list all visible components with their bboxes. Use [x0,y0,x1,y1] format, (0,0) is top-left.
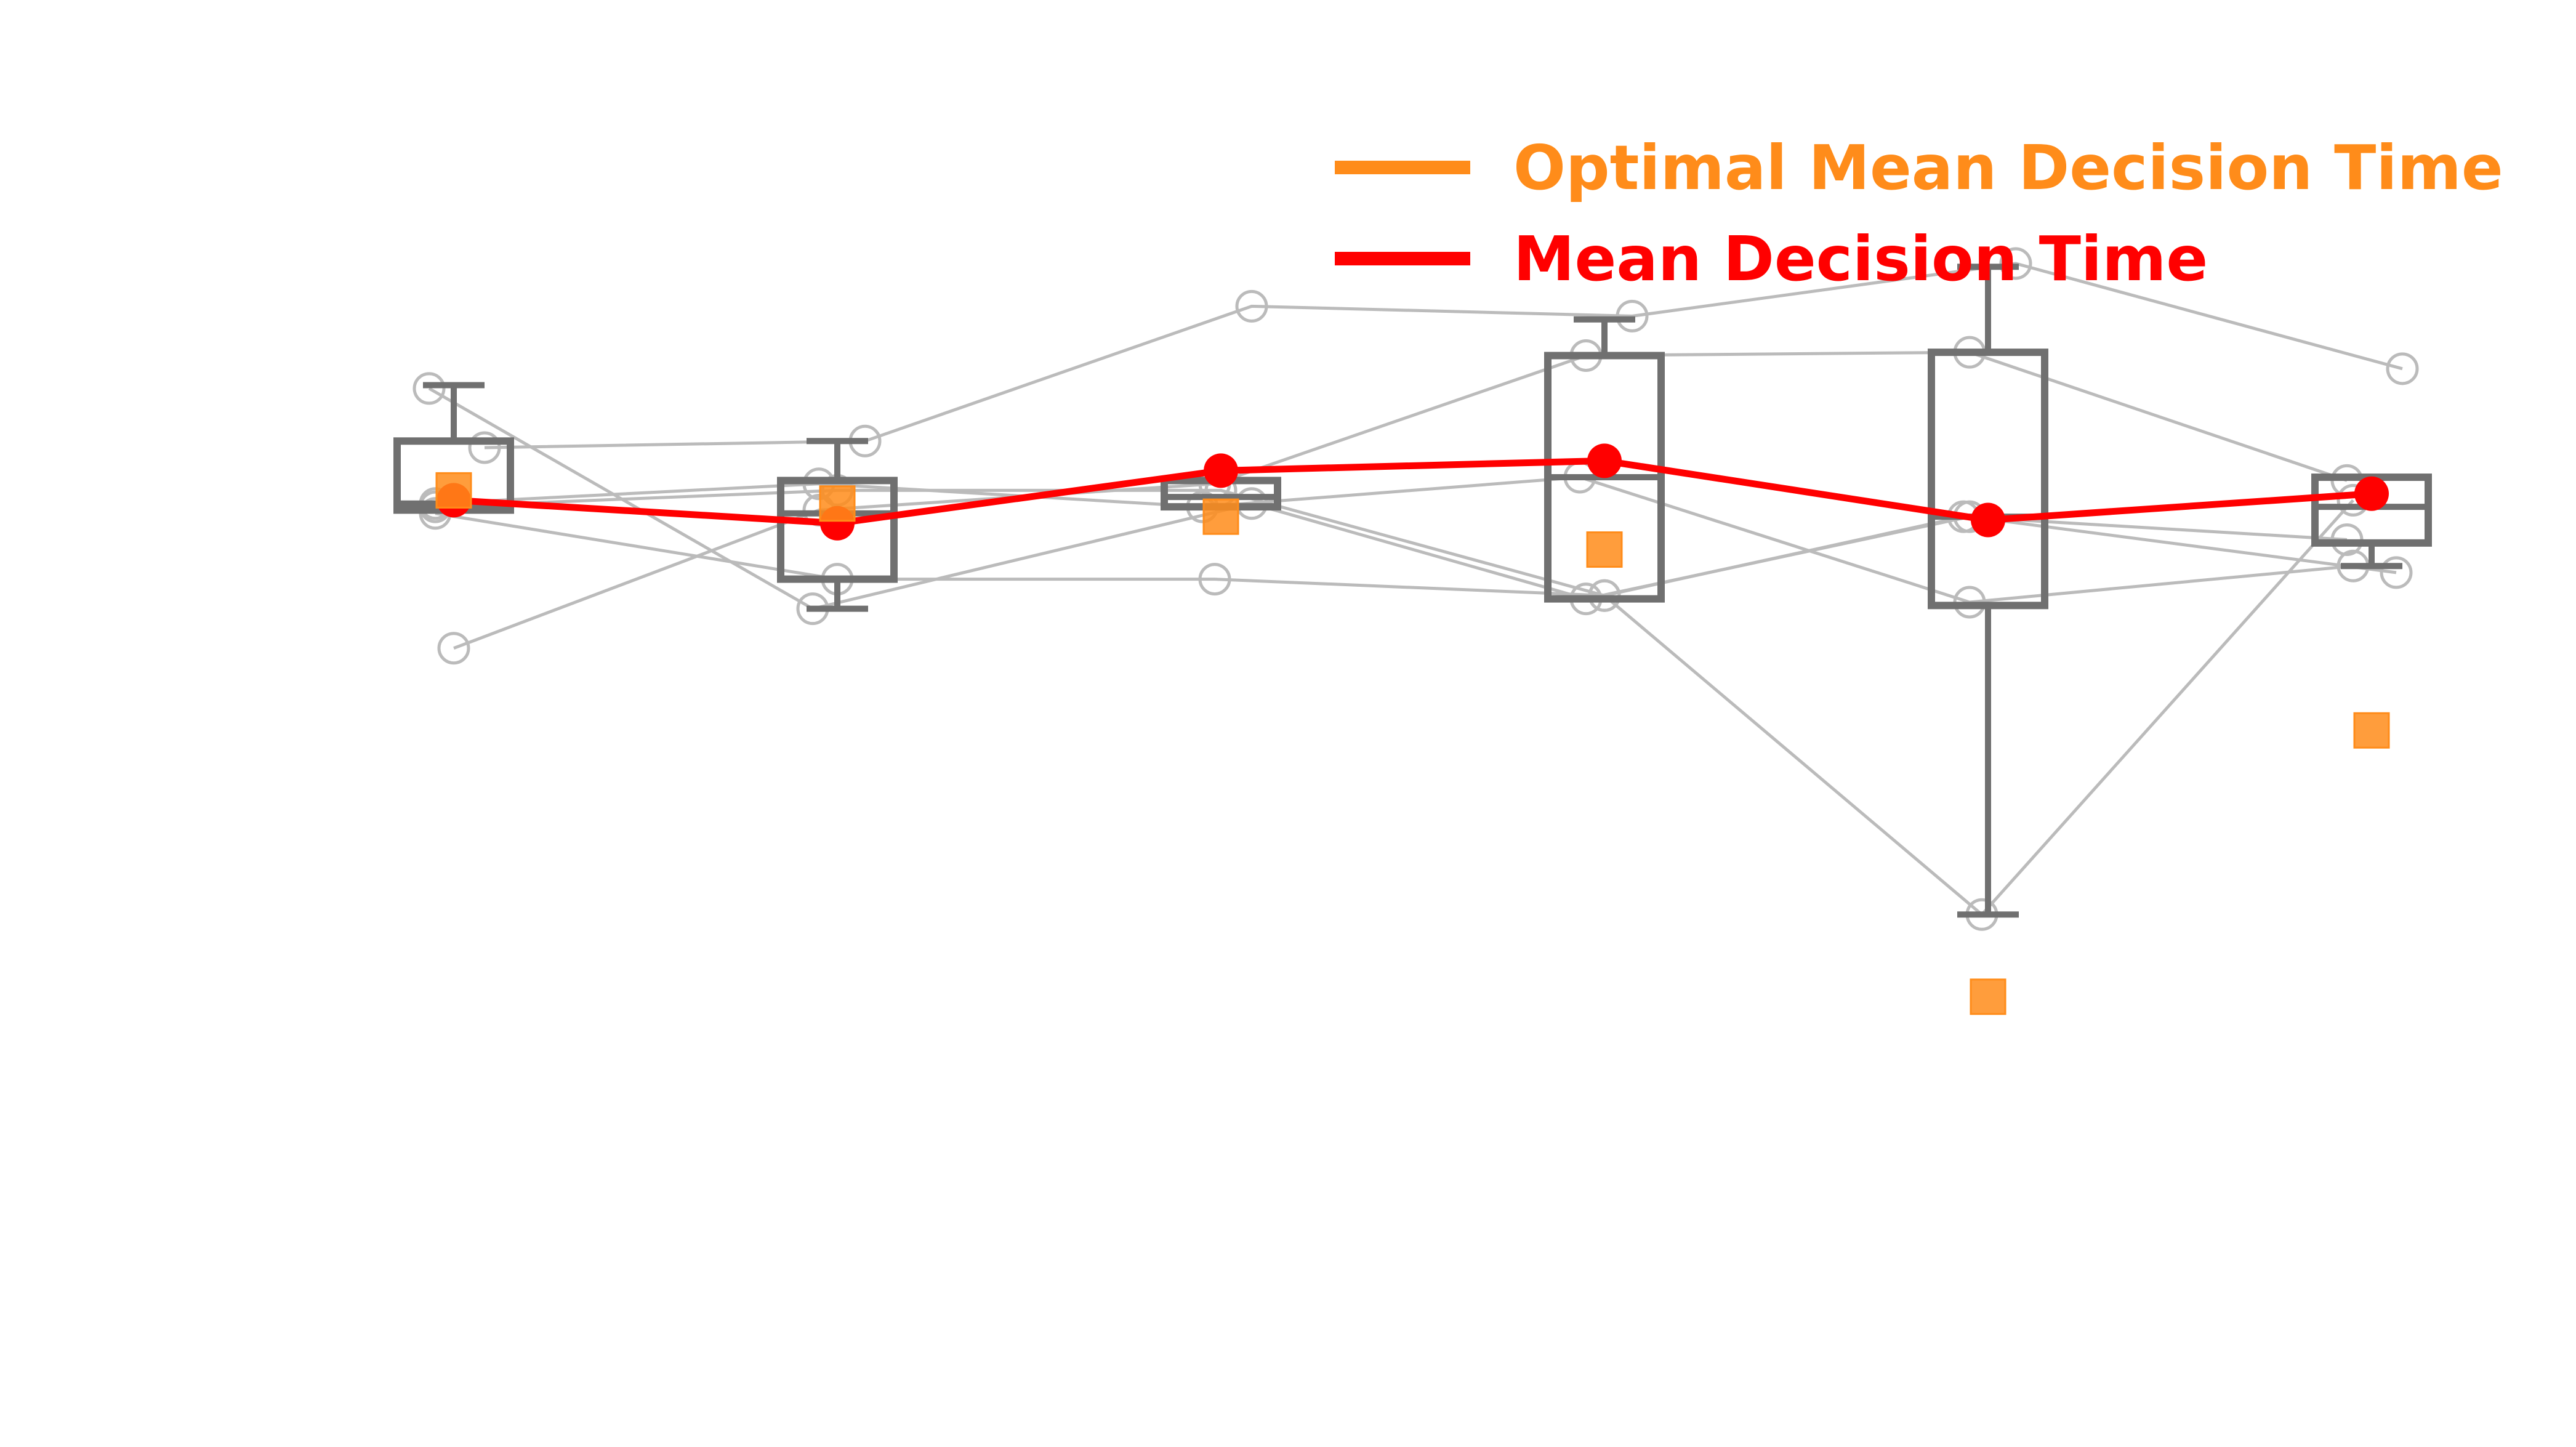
participant-line [435,488,2354,917]
participant-line [435,475,2354,604]
optimal-point [435,472,472,509]
participant-point [2380,556,2413,589]
mean-point [2354,476,2389,511]
box-plots [393,264,2432,918]
participant-point [1198,563,1231,596]
participant-point [1235,289,1268,323]
legend-label-mean: Mean Decision Time [1513,223,2208,295]
optimal-point [1202,498,1239,535]
optimal-point [1586,531,1623,568]
optimal-point [2353,712,2390,749]
box [1928,349,2048,610]
participant-point [1616,299,1649,333]
optimal-series [435,472,2390,1015]
mean-line [453,457,2372,527]
participant-point [2386,352,2419,385]
participant-point [413,372,446,405]
optimal-point [1970,978,2006,1015]
box-plot [1928,264,2048,918]
legend-label-optimal: Optimal Mean Decision Time [1513,132,2503,204]
mean-point [1587,443,1622,478]
box [777,477,898,583]
participant-lines [413,247,2419,931]
participant-point [468,431,501,464]
participant-point [437,632,470,665]
participant-point [1999,247,2032,280]
participant-line [484,262,2403,449]
mean-point [1971,502,2005,538]
participant-line [435,512,2348,597]
mean-point [1204,453,1238,488]
participant-line [428,387,2397,611]
optimal-point [819,485,856,522]
legend: Optimal Mean Decision Time Mean Decision… [1335,132,2503,295]
participant-line [453,350,2348,650]
